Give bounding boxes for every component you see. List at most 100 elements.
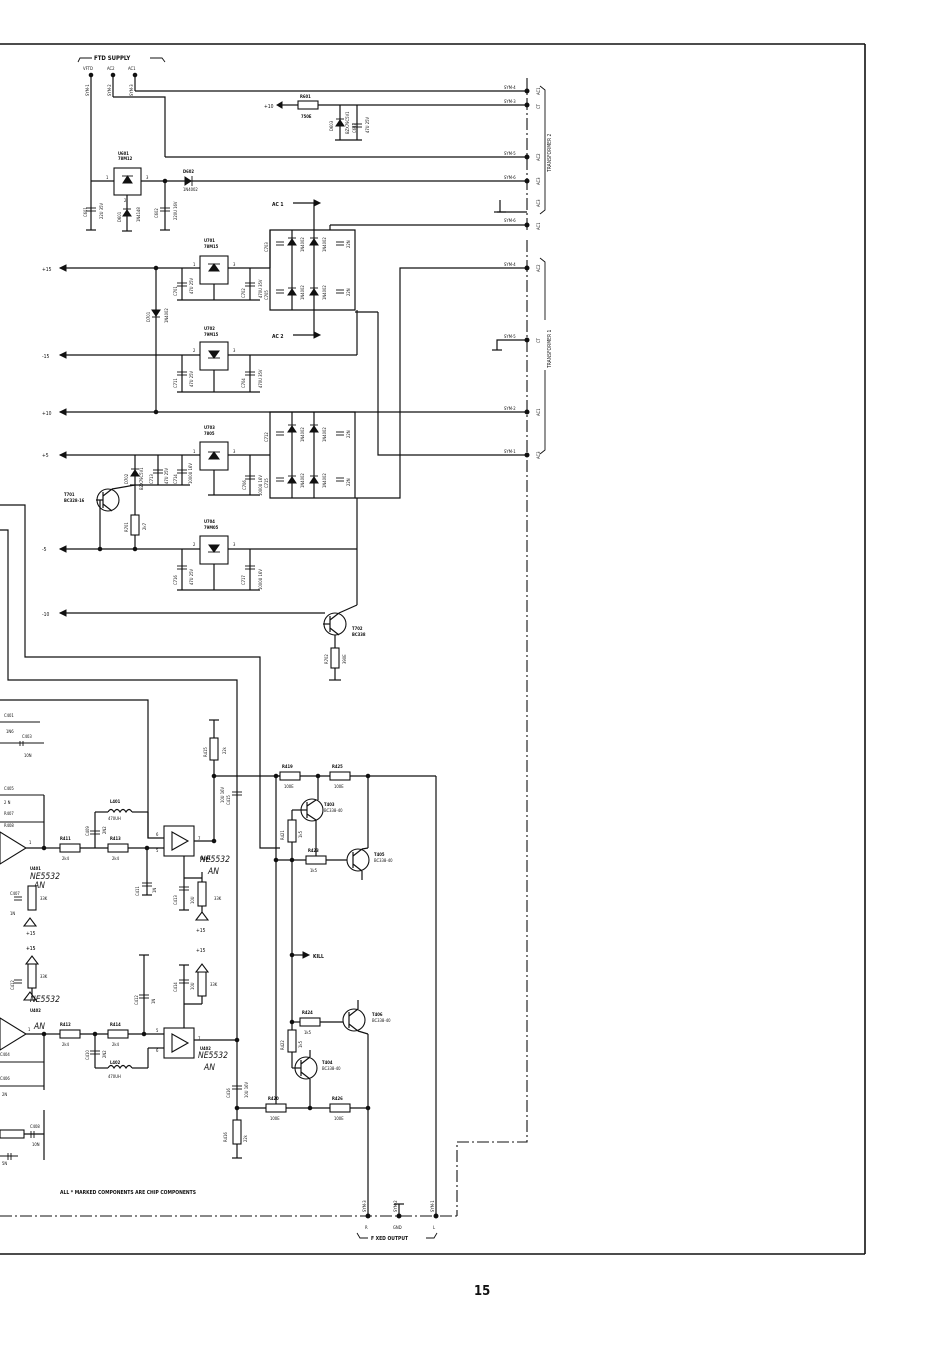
transformer-2-pins: SYM-4 AC1 SYM-3 CT SYM-5 AC2 SYM-6 AC3 A…: [135, 85, 541, 213]
svg-text:C415: C415: [226, 795, 231, 805]
svg-text:AC1: AC1: [536, 222, 541, 230]
svg-text:D602: D602: [183, 169, 194, 174]
svg-text:6: 6: [156, 832, 159, 837]
svg-text:33K: 33K: [40, 974, 48, 979]
transformer-2-label: TRANSFORMER 2: [547, 134, 553, 173]
svg-text:C404: C404: [0, 1052, 10, 1057]
svg-text:2k4: 2k4: [112, 856, 120, 861]
svg-text:470UH: 470UH: [108, 1074, 121, 1079]
svg-text:SYM-4: SYM-4: [504, 262, 516, 267]
svg-text:2N2: 2N2: [102, 826, 107, 834]
svg-text:1N4002: 1N4002: [322, 473, 327, 488]
svg-text:U402: U402: [30, 1008, 41, 1013]
svg-text:C403: C403: [22, 734, 32, 739]
svg-text:D701: D701: [146, 311, 151, 322]
svg-text:R413: R413: [110, 836, 121, 841]
svg-text:D601: D601: [117, 211, 122, 222]
interconnect-wires: [0, 504, 280, 1040]
svg-text:T702: T702: [352, 626, 363, 631]
svg-text:-5: -5: [42, 547, 47, 553]
svg-text:BC338-40: BC338-40: [374, 858, 393, 863]
svg-text:1N4002: 1N4002: [164, 308, 169, 323]
svg-text:5: 5: [156, 1028, 159, 1033]
svg-text:R411: R411: [60, 836, 71, 841]
svg-text:C401: C401: [4, 713, 14, 718]
svg-text:NE5532: NE5532: [200, 855, 230, 865]
svg-text:R420: R420: [268, 1096, 279, 1101]
svg-text:SYM-1: SYM-1: [85, 84, 90, 96]
svg-text:NE5532: NE5532: [198, 1051, 228, 1061]
svg-text:R422: R422: [280, 1040, 285, 1050]
bridge-rectifier-bottom: C712 1N4002 1N4002 22N C715 1N4002 1N400…: [264, 411, 401, 499]
svg-text:SYM-3: SYM-3: [504, 99, 516, 104]
svg-text:AC3: AC3: [536, 177, 541, 185]
svg-text:2k4: 2k4: [62, 856, 70, 861]
svg-text:C413: C413: [173, 895, 178, 905]
svg-text:3: 3: [233, 542, 236, 547]
svg-text:AC3: AC3: [536, 199, 541, 207]
svg-text:R702: R702: [324, 654, 329, 664]
svg-text:3: 3: [233, 262, 236, 267]
svg-text:C414: C414: [173, 982, 178, 992]
svg-text:GND: GND: [393, 1225, 402, 1230]
svg-text:L: L: [433, 1225, 436, 1230]
svg-text:5N: 5N: [2, 1161, 7, 1166]
svg-text:C711: C711: [173, 378, 178, 388]
svg-text:SYM-4: SYM-4: [504, 85, 516, 90]
svg-text:1k5: 1k5: [298, 830, 303, 838]
svg-text:AC1: AC1: [536, 87, 541, 95]
drawing-frame: [0, 43, 866, 1255]
svg-text:1: 1: [28, 1027, 31, 1032]
svg-text:D603: D603: [329, 120, 334, 131]
svg-text:C409: C409: [85, 826, 90, 836]
svg-text:BC338: BC338: [352, 632, 366, 637]
svg-text:R408: R408: [4, 823, 14, 828]
svg-text:SYM-3: SYM-3: [362, 1200, 367, 1212]
svg-text:CT: CT: [536, 337, 541, 343]
page-number: 15: [474, 1284, 490, 1299]
regulator-section: +15 U701 78M15 1 3 C701 47U 25V C702 470…: [42, 230, 366, 681]
svg-text:SYM-6: SYM-6: [504, 175, 516, 180]
svg-text:1000U 16V: 1000U 16V: [258, 569, 263, 590]
svg-text:KILL: KILL: [313, 954, 324, 960]
svg-text:100E: 100E: [284, 784, 294, 789]
svg-text:AC2: AC2: [536, 153, 541, 161]
svg-text:C406: C406: [0, 1076, 10, 1081]
svg-text:T404: T404: [322, 1060, 333, 1065]
svg-text:C601: C601: [83, 207, 88, 217]
svg-text:R424: R424: [302, 1010, 313, 1015]
svg-text:U402: U402: [200, 1046, 211, 1051]
svg-text:7805: 7805: [204, 431, 215, 436]
svg-text:C705: C705: [264, 290, 269, 300]
svg-text:+15: +15: [26, 946, 36, 952]
svg-text:NE5532: NE5532: [30, 995, 60, 1005]
svg-text:U401: U401: [30, 866, 41, 871]
svg-text:47U 25V: 47U 25V: [189, 370, 194, 387]
svg-text:BZX79C5V1: BZX79C5V1: [345, 111, 350, 134]
svg-text:100E: 100E: [334, 1116, 344, 1121]
svg-text:2k4: 2k4: [112, 1042, 120, 1047]
svg-text:1000U 16V: 1000U 16V: [188, 463, 193, 484]
fixed-output-connector: SYM-3 SYM-2 SYM-1 R GND L F XED OUTPUT: [356, 1200, 439, 1242]
svg-text:750E: 750E: [301, 114, 312, 119]
svg-text:78M12: 78M12: [118, 156, 133, 161]
svg-text:C701: C701: [173, 286, 178, 296]
svg-text:+15: +15: [196, 948, 206, 954]
svg-text:C713: C713: [149, 474, 154, 484]
svg-text:-10: -10: [42, 612, 49, 618]
svg-text:+5: +5: [42, 453, 49, 459]
svg-text:R421: R421: [280, 830, 285, 840]
svg-text:SYM-3: SYM-3: [129, 84, 134, 96]
svg-text:AN: AN: [203, 1063, 215, 1073]
svg-text:R601: R601: [300, 94, 311, 99]
svg-text:1N4002: 1N4002: [322, 237, 327, 252]
svg-text:1N6: 1N6: [6, 729, 14, 734]
svg-text:1N: 1N: [151, 999, 156, 1004]
vftd-label: VFTD: [83, 66, 93, 71]
svg-text:R407: R407: [4, 811, 14, 816]
svg-text:R415: R415: [203, 747, 208, 757]
svg-text:BC338-40: BC338-40: [324, 808, 343, 813]
svg-text:C714: C714: [173, 474, 178, 484]
svg-text:SYM-6: SYM-6: [504, 218, 516, 223]
svg-text:C407: C407: [10, 891, 20, 896]
